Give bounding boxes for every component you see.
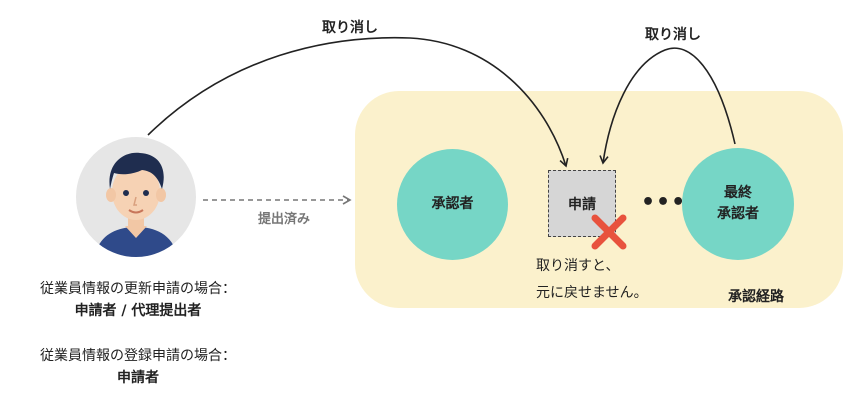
submitted-label: 提出済み [258,212,311,227]
approver-node: 承認者 [397,149,508,260]
cannot-undo-note: 取り消すと、 元に戻せません。 [536,253,648,307]
approval-route-label: 承認経路 [728,289,784,305]
cancel-label-applicant: 取り消し [322,20,378,36]
final-approver-node: 最終 承認者 [682,148,794,260]
update-request-heading: 従業員情報の更新申請の場合： [40,281,236,297]
avatar [76,137,196,257]
cancel-arrow-final-approver [599,47,736,165]
cross-icon [591,214,627,250]
approver-label: 承認者 [431,196,474,212]
registration-request-heading: 従業員情報の登録申請の場合： [40,348,236,364]
more-steps-ellipsis: ••• [641,190,687,215]
application-label: 申請 [568,196,596,213]
update-request-roles: 申請者 / 代理提出者 [74,303,202,319]
registration-request-roles: 申請者 [117,370,159,386]
person-avatar-icon [94,152,178,257]
final-approver-label-line1: 最終 [724,185,752,201]
final-approver-label-line2: 承認者 [717,206,759,222]
cannot-undo-line2: 元に戻せません。 [536,285,648,301]
cannot-undo-line1: 取り消すと、 [536,258,620,274]
cancel-label-final-approver: 取り消し [645,27,701,43]
cancel-arrow-applicant [147,36,569,168]
